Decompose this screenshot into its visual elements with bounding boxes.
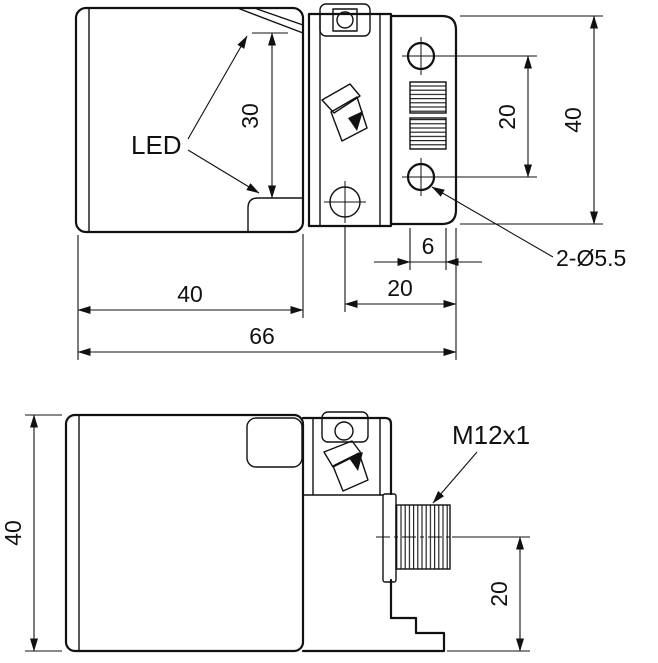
dim-66-overall: 66 <box>77 323 457 356</box>
dim-40-body: 40 <box>77 234 304 360</box>
mounting-bracket-side <box>301 411 446 653</box>
side-view: M12x1 40 20 <box>0 411 530 653</box>
dim-40-height: 40 <box>460 15 603 225</box>
dim-40-body-label: 40 <box>177 281 203 307</box>
led-callout: LED <box>131 35 260 194</box>
dim-20-bottom-label: 20 <box>387 275 413 301</box>
top-view: 30 LED 20 40 6 2-Ø5.5 <box>74 3 626 360</box>
dim-6-label: 6 <box>422 233 435 259</box>
connector-leader <box>432 451 478 504</box>
led-window-bottom <box>247 197 304 232</box>
clamp-screw-housing-side <box>321 411 369 443</box>
clamp-screw <box>336 11 354 29</box>
holes-leader <box>431 186 554 258</box>
dim-6: 6 <box>374 228 482 270</box>
led-label: LED <box>131 130 182 160</box>
holes-callout: 2-Ø5.5 <box>431 186 626 271</box>
dim-20-holes-label: 20 <box>494 104 520 130</box>
dim-40-side: 40 <box>0 414 62 652</box>
clamp-lever <box>321 83 361 114</box>
end-plate-top <box>389 14 458 226</box>
dim-20-bottom: 20 <box>344 225 457 360</box>
dim-20-holes: 20 <box>440 55 537 178</box>
dim-30: 30 <box>237 32 288 199</box>
connector-flange <box>382 493 397 583</box>
clamp-screw-side <box>334 421 354 441</box>
led-leader-top <box>187 35 248 140</box>
led-leader-bottom <box>187 149 260 194</box>
led-window-top <box>239 8 304 34</box>
dim-40-height-label: 40 <box>560 107 586 133</box>
thread-section-lower <box>409 117 447 150</box>
connector-note-label: M12x1 <box>452 420 530 450</box>
dim-20-side-label: 20 <box>486 581 512 607</box>
thread-section-upper <box>409 81 447 114</box>
clamp-screw-housing <box>319 3 371 37</box>
connector-side <box>376 493 468 583</box>
bracket-foot <box>301 616 446 653</box>
connector-callout: M12x1 <box>432 420 530 504</box>
sensor-body-top <box>74 6 305 234</box>
dim-30-label: 30 <box>237 103 263 129</box>
mounting-bracket-top <box>307 3 393 228</box>
holes-note-label: 2-Ø5.5 <box>556 245 626 271</box>
dim-40-side-label: 40 <box>0 520 26 546</box>
led-window-side <box>246 417 303 468</box>
dim-20-side: 20 <box>447 536 530 652</box>
sensor-body-side <box>64 413 305 653</box>
dim-66-label: 66 <box>249 323 275 349</box>
